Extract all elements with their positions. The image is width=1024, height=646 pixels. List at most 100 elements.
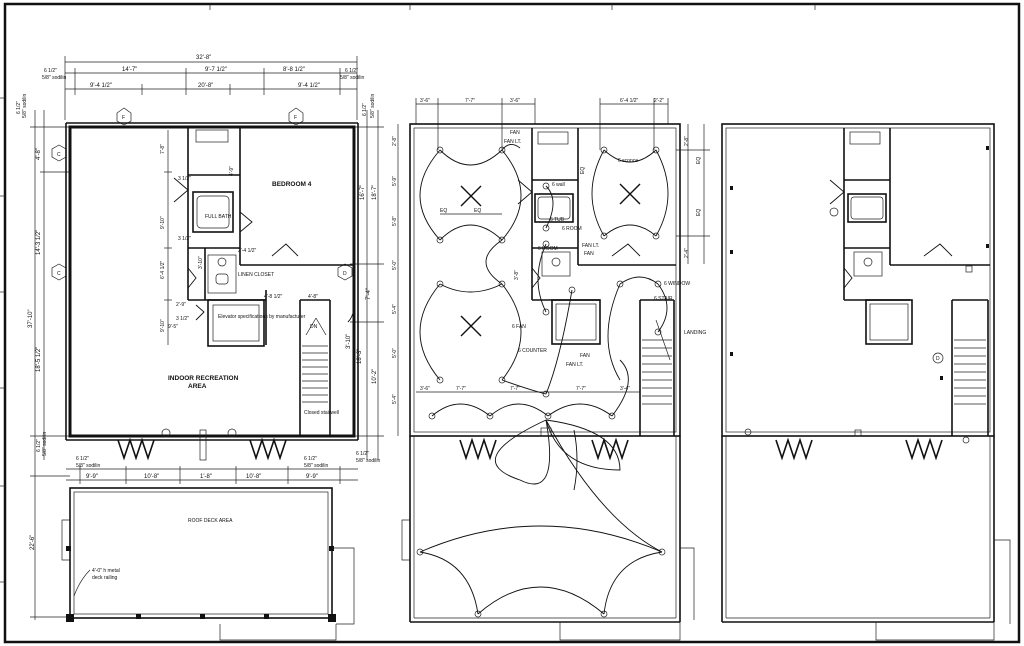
wiring-arcs: [419, 144, 669, 615]
mid-dimensions-right: 2'-8" EQ EQ 2'-4": [676, 124, 710, 264]
label-fan-lt-mid: FAN LT.: [582, 243, 599, 249]
right-windows: [775, 429, 943, 461]
mid-dim-top-0: 3'-6": [420, 98, 430, 104]
mid-dim-left-6: 5'-4": [392, 394, 398, 404]
label-room-1: 6 ROOM: [562, 226, 582, 232]
label-counter: 6 COUNTER: [518, 348, 547, 354]
fan-2: [619, 183, 641, 205]
roof-deck-left: [61, 487, 355, 641]
label-room-2: 6 ROOM: [538, 246, 558, 252]
tag-hex-1: [116, 107, 132, 126]
mid-windows: [459, 427, 629, 461]
mid-dim-right-3: 2'-4": [684, 248, 690, 258]
right-walls: [721, 123, 995, 437]
mid-stair: [642, 319, 672, 405]
room-indoor-recreation-2: AREA: [188, 383, 207, 390]
dim-right-2: 16'-7": [360, 185, 366, 200]
label-landing: LANDING: [684, 330, 706, 336]
closed-stair-note: Closed stairwell: [304, 410, 339, 416]
label-fan-mid: FAN: [584, 251, 594, 257]
dim-inner-1: 3 1/2": [178, 176, 191, 182]
dimensions-top: 32'-8" 6 1/2" 14'-7" 9'-7 1/2" 8'-8 1/2"…: [42, 55, 365, 120]
dim-top-right-sod: 5/8" sodilin: [340, 75, 365, 81]
dim-left-3: 14'-3 1/2": [36, 230, 42, 255]
dim-right-0: 6 1/2": [362, 103, 368, 116]
dim-left-8: 22'-6": [30, 535, 36, 550]
right-outlets: D: [730, 146, 989, 444]
mid-dim-right-0: 2'-8": [684, 136, 690, 146]
room-bedroom-4: BEDROOM 4: [272, 181, 312, 188]
label-sconce: 6 sconce: [618, 158, 638, 164]
dim-left-2: 4'-8": [36, 148, 42, 160]
windows-left: [117, 428, 287, 461]
dim-bottom-4: 1'-8": [200, 474, 212, 480]
dim-right-3: 18'-7": [372, 185, 378, 200]
mid-dimensions-bottom: 3'-6" 7'-7" 7'-7" 7'-7" 3'-4": [416, 386, 640, 393]
dim-bottom-0: 6 1/2": [76, 456, 89, 462]
label-tub: 6 TUB: [550, 217, 565, 223]
dim-inner-11: 6'-4 1/2": [160, 260, 166, 279]
mid-dim-bottom-4: 7'-7": [576, 386, 586, 392]
dim-top-3: 8'-8 1/2": [283, 67, 305, 73]
tag-hex-5: [337, 263, 353, 281]
dimensions-right: 6 1/2" 5/8" sodilin 16'-7" 18'-7" 7'-4" …: [346, 93, 384, 464]
dim-left-0: 6 1/2": [16, 101, 22, 114]
mid-dim-left-0: 2'-8": [392, 136, 398, 146]
dim-left-6: 6 1/2": [36, 439, 42, 452]
mid-dim-right-1: EQ: [696, 157, 702, 164]
exterior-walls: [65, 122, 359, 441]
dim-left-1: 5/8" sodilin: [22, 93, 28, 118]
plan-left: 32'-8" 6 1/2" 14'-7" 9'-7 1/2" 8'-8 1/2"…: [16, 55, 384, 641]
mid-dim-right-2: EQ: [696, 209, 702, 216]
right-tag: D: [936, 356, 940, 362]
plan-electrical: 3'-6" 7'-7" 3'-6" 6'-4 1/2" 2'-2": [392, 98, 710, 641]
dim-top-left-sod: 5/8" sodilin: [42, 75, 67, 81]
mid-labels: FAN FAN LT. 6 sconce 6 wall 6 TUB 6 ROOM…: [504, 130, 706, 368]
mid-dim-left-4: 5'-4": [392, 304, 398, 314]
mid-dim-bottom-1: 7'-7": [456, 386, 466, 392]
right-stair: [954, 339, 986, 405]
dim-bottom-3: 10'-8": [144, 474, 159, 480]
dim-inner-0: 7'-8": [160, 144, 166, 154]
sheet-border: [3, 2, 1021, 644]
dim-inner-3: 9'-10": [160, 216, 166, 229]
dim-inner-4: 3'-10": [198, 256, 204, 269]
dim-right-5: 10'-2": [372, 369, 378, 384]
stair-left: [302, 317, 328, 403]
dim-right-1: 5/8" sodilin: [370, 93, 376, 118]
label-fan-lt-top: FAN LT.: [504, 139, 521, 145]
label-fan-lt-low: FAN LT.: [566, 362, 583, 368]
dim-bottom-7: 6 1/2": [304, 456, 317, 462]
mid-dim-bottom-0: 3'-6": [420, 386, 430, 392]
mid-eq-2: EQ: [580, 167, 586, 174]
mid-dim-top-4: 2'-2": [654, 98, 664, 104]
dim-top-6: 9'-4 1/2": [298, 83, 320, 89]
dim-top-5: 20'-8": [198, 83, 213, 89]
dim-overall-width: 32'-8": [196, 55, 211, 61]
tag-label-1: F: [122, 115, 125, 121]
dim-left-5: 18'-5 1/2": [36, 347, 42, 372]
tag-hex-2: [288, 107, 304, 126]
mid-dim-top-3: 6'-4 1/2": [620, 98, 639, 104]
dim-right-4: 7'-4": [366, 288, 372, 300]
dim-bottom-1: 5/8" sodilin: [76, 463, 101, 469]
dim-inner-6: 3 1/2": [178, 236, 191, 242]
mid-dimensions-eq: EQ EQ EQ 3'-8": [440, 167, 586, 280]
dimensions-inner: 7'-8" 3 1/2" 4'-9" 9'-10" 3'-10" 9'-10" …: [160, 130, 318, 345]
right-deck: [721, 436, 1011, 641]
plan-right: D: [721, 123, 1011, 641]
fan-3: [460, 315, 482, 337]
room-full-bath: FULL BATH: [205, 214, 232, 220]
mid-dim-left-5: 5'-0": [392, 348, 398, 358]
mid-eq-0: EQ: [440, 208, 447, 214]
mid-eq-1: EQ: [474, 208, 481, 214]
dim-top-1: 14'-7": [122, 67, 137, 73]
mid-dim-bottom-2: 7'-7": [510, 386, 520, 392]
dim-left-7: 5/8" sodilin: [42, 431, 48, 456]
dim-top-2: 9'-7 1/2": [205, 67, 227, 73]
railing-note-2: deck railing: [92, 575, 118, 581]
mid-dim-bottom-5: 3'-4": [620, 386, 630, 392]
tag-label-3: C: [57, 152, 61, 158]
tag-label-2: F: [294, 115, 297, 121]
